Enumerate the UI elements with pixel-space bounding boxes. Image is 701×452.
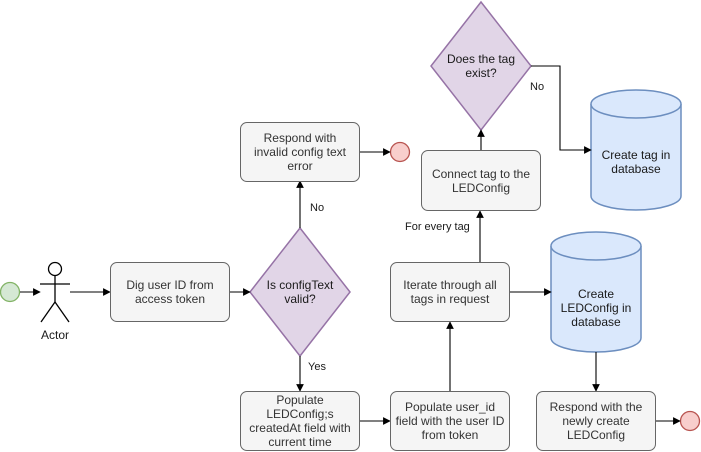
node-populate-created-at: Populate LEDConfig;s createdAt field wit… bbox=[240, 391, 360, 451]
end-node-invalid bbox=[389, 141, 411, 163]
decision-tag-exists-text: Does the tag exist? bbox=[446, 52, 516, 80]
node-populate-user-id-text: Populate user_id field with the user ID … bbox=[395, 400, 505, 442]
actor-figure bbox=[40, 261, 70, 323]
node-dig-user-id-text: Dig user ID from access token bbox=[126, 278, 214, 306]
database-create-ledconfig-text: Create LEDConfig in database bbox=[560, 287, 632, 329]
database-create-ledconfig: Create LEDConfig in database bbox=[554, 270, 638, 346]
node-iterate-tags: Iterate through all tags in request bbox=[390, 262, 510, 322]
edge-label-for-every-tag: For every tag bbox=[405, 221, 470, 233]
node-iterate-tags-text: Iterate through all tags in request bbox=[403, 278, 497, 306]
start-node bbox=[0, 281, 21, 303]
database-create-tag: Create tag in database bbox=[594, 130, 678, 194]
decision-config-valid: Is configText valid? bbox=[262, 272, 338, 312]
node-respond-invalid: Respond with invalid config text error bbox=[240, 122, 360, 182]
edge-tag-no-to-create bbox=[531, 65, 592, 154]
edge-label-no-invalid: No bbox=[310, 202, 325, 214]
node-dig-user-id: Dig user ID from access token bbox=[110, 262, 230, 322]
database-create-tag-text: Create tag in database bbox=[601, 148, 671, 176]
node-connect-tag-text: Connect tag to the LEDConfig bbox=[431, 166, 531, 195]
edge-label-yes: Yes bbox=[308, 361, 326, 373]
edge-label-no-tag: No bbox=[530, 81, 545, 93]
node-populate-created-at-text: Populate LEDConfig;s createdAt field wit… bbox=[249, 393, 351, 449]
node-respond-created-text: Respond with the newly create LEDConfig bbox=[549, 400, 643, 442]
node-respond-invalid-text: Respond with invalid config text error bbox=[253, 131, 347, 173]
decision-tag-exists: Does the tag exist? bbox=[443, 46, 519, 86]
decision-config-valid-text: Is configText valid? bbox=[266, 278, 334, 306]
database-create-ledconfig-shape bbox=[550, 231, 642, 353]
database-create-tag-shape bbox=[590, 89, 682, 211]
end-node-success bbox=[679, 410, 701, 432]
node-connect-tag: Connect tag to the LEDConfig bbox=[421, 150, 541, 211]
actor-label: Actor bbox=[41, 328, 70, 342]
node-populate-user-id: Populate user_id field with the user ID … bbox=[390, 391, 510, 451]
node-respond-created: Respond with the newly create LEDConfig bbox=[536, 391, 656, 451]
